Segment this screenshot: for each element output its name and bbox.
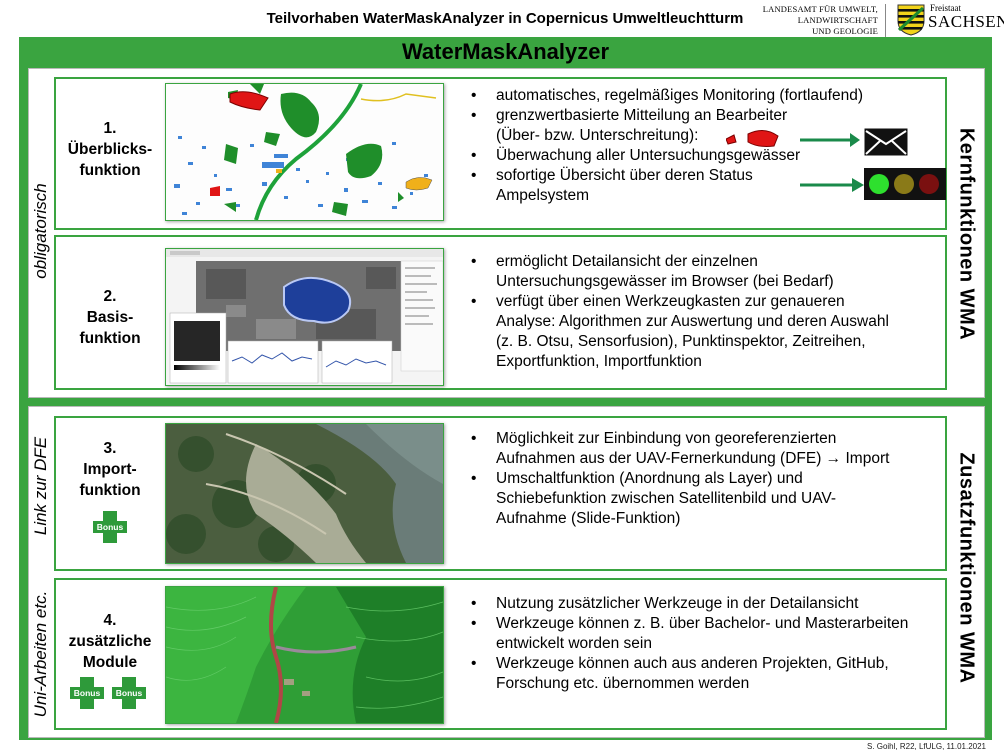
function-title-line: zusätzliche	[68, 633, 152, 650]
additional-functions-label: Zusatzfunktionen WMA	[955, 452, 978, 684]
function-title-line: Basis-	[86, 309, 134, 326]
bullet-item: Überwachung aller Untersuchungsgewässer	[466, 146, 936, 166]
logo-divider	[885, 4, 886, 38]
banner-title: WaterMaskAnalyzer	[401, 39, 610, 64]
function-title-line: funktion	[79, 482, 141, 499]
bullet-item: ermöglicht Detailansicht der einzelnen U…	[466, 252, 906, 292]
state-label-small: Freistaat	[930, 3, 961, 13]
function-title-line: Überblicks-	[67, 141, 153, 158]
bullet-item: automatisches, regelmäßiges Monitoring (…	[466, 86, 936, 106]
core-group-label: obligatorisch	[31, 183, 50, 279]
function-number: 1.	[103, 120, 117, 137]
bonus-badge: Bonus	[112, 677, 146, 709]
arrow-icon	[800, 178, 864, 192]
function-number: 2.	[103, 288, 117, 305]
alert-notification-graphic	[726, 130, 860, 147]
bullet-item: Werkzeuge können auch aus anderen Projek…	[466, 654, 926, 694]
function-title-line: Module	[82, 654, 138, 671]
bullet-list-overview: automatisches, regelmäßiges Monitoring (…	[466, 86, 936, 206]
bullet-item: verfügt über einen Werkzeugkasten zur ge…	[466, 292, 906, 372]
bonus-badge: Bonus	[70, 677, 104, 709]
function-number: 4.	[103, 612, 117, 629]
function-name-basic: 2. Basis- funktion	[58, 286, 162, 349]
state-label: SACHSEN	[928, 12, 1004, 31]
core-functions-label: Kernfunktionen WMA	[955, 127, 978, 341]
bullet-item: Werkzeuge können z. B. über Bachelor- un…	[466, 614, 926, 654]
envelope-icon	[864, 128, 908, 156]
function-title-line: Import-	[83, 461, 137, 478]
bonus-label: Bonus	[73, 688, 101, 698]
bullet-item: sofortige Übersicht über deren Status Am…	[466, 166, 936, 206]
ministry-line: UND GEOLOGIE	[812, 26, 878, 36]
function-name-modules: 4. zusätzliche Module	[58, 610, 162, 673]
terrain-analysis-image	[165, 586, 444, 724]
overview-map-image	[165, 83, 444, 221]
function-name-overview: 1. Überblicks- funktion	[58, 118, 162, 181]
bullet-item: Möglichkeit zur Einbindung von georefere…	[466, 429, 906, 469]
ministry-line: LANDESAMT FÜR UMWELT,	[762, 4, 878, 14]
function-title-line: funktion	[79, 162, 141, 179]
bonus-label: Bonus	[96, 522, 124, 532]
function-number: 3.	[103, 440, 117, 457]
uav-aerial-image	[165, 423, 444, 564]
bonus-label: Bonus	[115, 688, 143, 698]
saxony-crest-icon	[897, 4, 925, 36]
function-title-line: funktion	[79, 330, 141, 347]
bullet-list-modules: Nutzung zusätzlicher Werkzeuge in der De…	[466, 594, 926, 694]
browser-detail-screenshot	[165, 248, 444, 386]
dfe-link-label: Link zur DFE	[31, 436, 50, 536]
bullet-item: grenzwertbasierte Mitteilung an Bearbeit…	[466, 106, 936, 146]
traffic-light-icon	[864, 168, 946, 200]
bonus-badge: Bonus	[93, 511, 127, 543]
ministry-name: LANDESAMT FÜR UMWELT, LANDWIRTSCHAFT UND…	[760, 4, 878, 37]
bullet-list-basic: ermöglicht Detailansicht der einzelnen U…	[466, 252, 906, 372]
bullet-item: Umschaltfunktion (Anordnung als Layer) u…	[466, 469, 906, 529]
ministry-line: LANDWIRTSCHAFT	[797, 15, 878, 25]
bullet-list-import: Möglichkeit zur Einbindung von georefere…	[466, 429, 906, 529]
university-work-label: Uni-Arbeiten etc.	[31, 590, 50, 718]
bullet-item: Nutzung zusätzlicher Werkzeuge in der De…	[466, 594, 926, 614]
page-title: Teilvorhaben WaterMaskAnalyzer in Copern…	[266, 10, 744, 27]
footer-credit: S. Goihl, R22, LfULG, 11.01.2021	[866, 742, 986, 751]
function-name-import: 3. Import- funktion	[58, 438, 162, 501]
